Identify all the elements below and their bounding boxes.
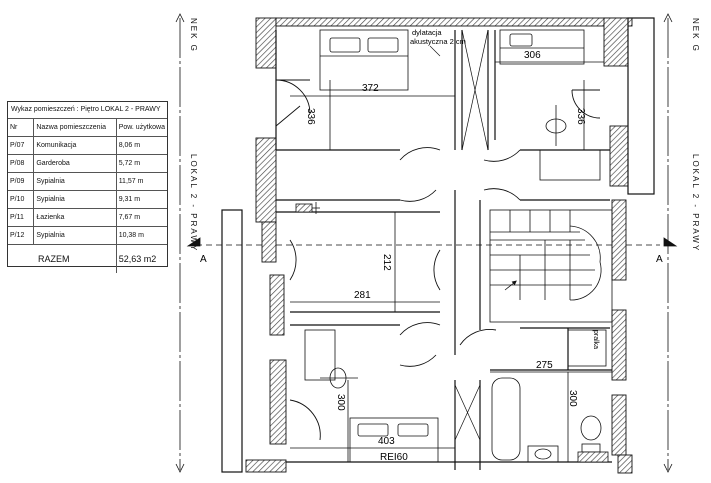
dimension-336-right: 336 [575, 108, 586, 125]
dimension-300-left: 300 [335, 394, 346, 411]
schedule-header-row: Nr Nazwa pomieszczenia Pow. użytkowa [8, 118, 167, 137]
exterior-walls [221, 17, 655, 474]
header-nr: Nr [8, 118, 34, 137]
schedule-row: P/07 Komunikacja 8,06 m [8, 136, 167, 155]
row-area: 9,31 m [115, 190, 167, 209]
row-name: Garderoba [33, 154, 117, 173]
pralka-label: pralka [592, 330, 599, 349]
row-nr: P/08 [8, 154, 34, 173]
section-line-a [186, 237, 678, 247]
section-mark-left: A [200, 254, 207, 265]
desk-bottom [304, 329, 358, 389]
schedule-row: P/11 Łazienka 7,67 m [8, 208, 167, 227]
schedule-row: P/08 Garderoba 5,72 m [8, 154, 167, 173]
row-nr: P/12 [8, 226, 34, 245]
header-area: Pow. użytkowa [115, 118, 167, 137]
schedule-title: Wykaz pomieszczeń : Piętro LOKAL 2 - PRA… [11, 106, 161, 113]
header-name: Nazwa pomieszczenia [33, 118, 117, 137]
grid-label-right-top: NEK G [691, 18, 700, 53]
schedule-row: P/09 Sypialnia 11,57 m [8, 172, 167, 191]
room-schedule-table: Wykaz pomieszczeń : Piętro LOKAL 2 - PRA… [7, 101, 168, 273]
schedule-row: P/10 Sypialnia 9,31 m [8, 190, 167, 209]
bathroom-fixtures [491, 329, 609, 463]
row-nr: P/07 [8, 136, 34, 155]
bed-top-right [499, 29, 585, 65]
bed-bottom-left [349, 417, 439, 463]
grid-axis-left [175, 13, 185, 473]
grid-label-left-mid: LOKAL 2 - PRAWY [189, 154, 198, 253]
dimension-306: 306 [524, 50, 541, 61]
dimension-212: 212 [381, 254, 392, 271]
dimension-281: 281 [354, 290, 371, 301]
desk-right [539, 105, 601, 181]
schedule-row: P/12 Sypialnia 10,38 m [8, 226, 167, 245]
dimension-372: 372 [362, 83, 379, 94]
schedule-grid: Nr Nazwa pomieszczenia Pow. użytkowa P/0… [8, 118, 167, 273]
grid-label-right-mid: LOKAL 2 - PRAWY [691, 154, 700, 253]
dimension-275: 275 [536, 360, 553, 371]
dimension-300-right: 300 [567, 390, 578, 407]
dimension-403: 403 [378, 436, 395, 447]
row-area: 5,72 m [115, 154, 167, 173]
dylatacja-label-2: akustyczna 2 cm [410, 37, 466, 46]
row-area: 11,57 m [115, 172, 167, 191]
dimension-336-left: 336 [305, 108, 316, 125]
doors [275, 79, 601, 441]
section-mark-right: A [656, 254, 663, 265]
row-nr: P/11 [8, 208, 34, 227]
schedule-total-row: RAZEM 52,63 m2 [8, 244, 167, 273]
staircase [489, 209, 613, 323]
total-label: RAZEM [8, 244, 117, 273]
row-name: Sypialnia [33, 226, 117, 245]
row-area: 7,67 m [115, 208, 167, 227]
row-area: 8,06 m [115, 136, 167, 155]
acoustic-gap [454, 29, 489, 441]
vent-icon [295, 202, 320, 214]
dimension-lines [290, 61, 612, 462]
row-name: Sypialnia [33, 190, 117, 209]
row-name: Komunikacja [33, 136, 117, 155]
bed-top-left [319, 29, 409, 91]
fire-rating-label: REI60 [380, 452, 408, 463]
row-area: 10,38 m [115, 226, 167, 245]
grid-label-left-top: NEK G [189, 18, 198, 53]
row-name: Sypialnia [33, 172, 117, 191]
row-nr: P/10 [8, 190, 34, 209]
row-name: Łazienka [33, 208, 117, 227]
row-nr: P/09 [8, 172, 34, 191]
dylatacja-label-1: dylatacja [412, 28, 442, 37]
total-value: 52,63 m2 [115, 244, 167, 273]
